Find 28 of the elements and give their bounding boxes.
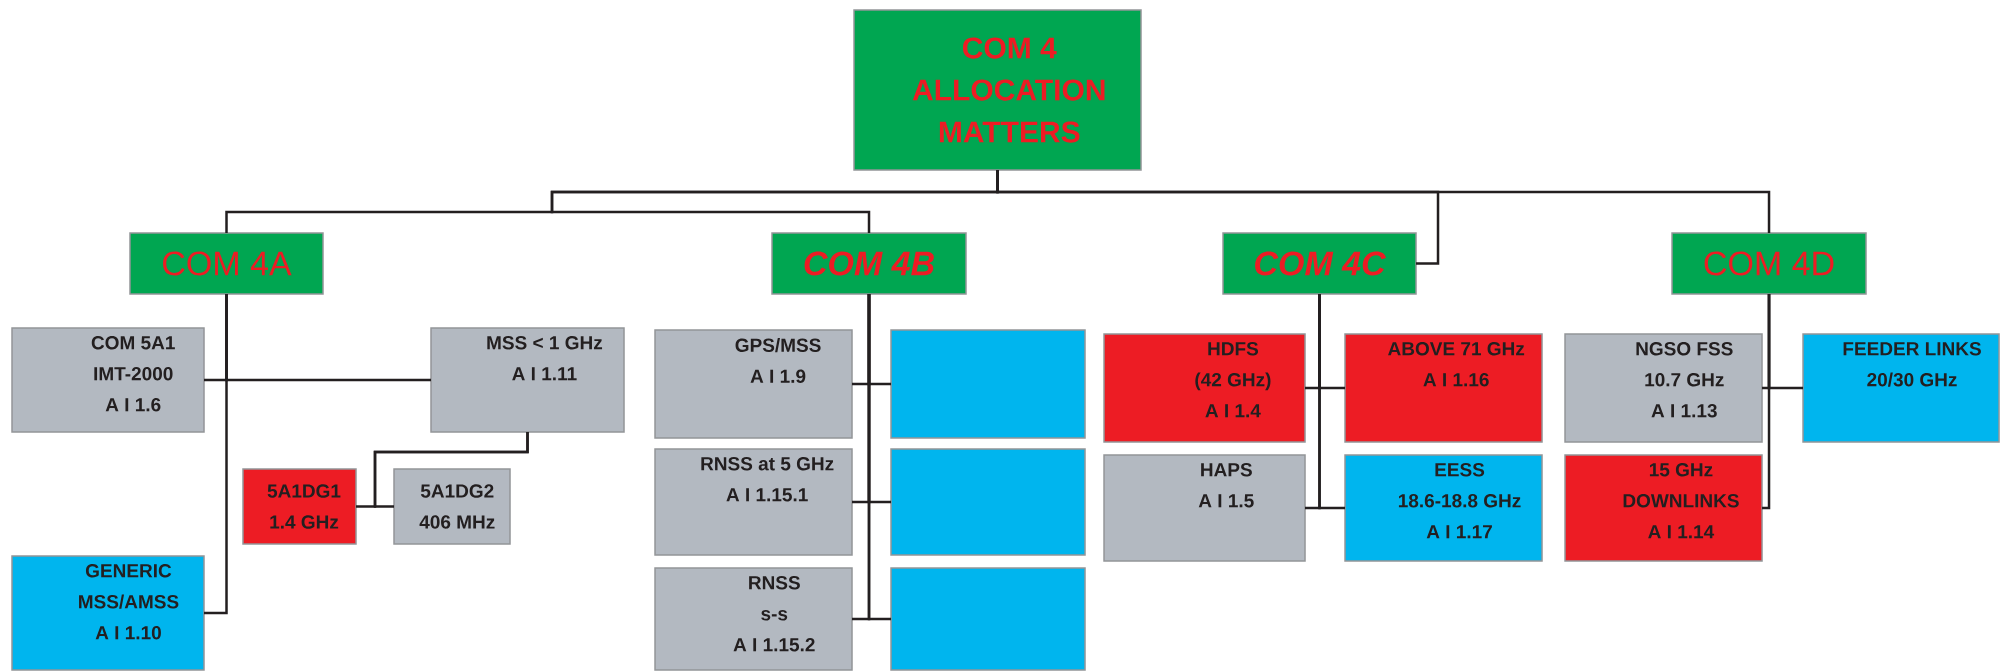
connector-line <box>204 294 228 615</box>
item-box: EESS 18.6-18.8 GHz A I 1.17 <box>1344 454 1543 562</box>
item-box: MSS < 1 GHz A I 1.11 <box>430 327 625 433</box>
item-box: HDFS (42 GHz) A I 1.4 <box>1103 333 1306 443</box>
empty-box <box>890 448 1086 556</box>
connector-line <box>867 294 891 621</box>
item-box: 15 GHz DOWNLINKS A I 1.14 <box>1564 454 1763 562</box>
group-box: COM 4A <box>129 232 324 295</box>
heading-box: COM 4 ALLOCATION MATTERS <box>853 9 1142 171</box>
item-box: RNSS s-s A I 1.15.2 <box>654 567 853 671</box>
group-box: COM 4B <box>771 232 967 295</box>
item-box: GPS/MSS A I 1.9 <box>654 329 853 439</box>
item-box: ABOVE 71 GHz A I 1.16 <box>1344 333 1543 443</box>
connector-line <box>996 170 1771 233</box>
item-box: HAPS A I 1.5 <box>1103 454 1306 562</box>
group-box: COM 4D <box>1671 232 1867 295</box>
connector-line <box>1762 294 1771 510</box>
item-box: COM 5A1 IMT-2000 A I 1.6 <box>11 327 205 433</box>
empty-box <box>890 329 1086 439</box>
empty-box <box>890 567 1086 671</box>
item-box: FEEDER LINKS 20/30 GHz <box>1802 333 2000 443</box>
item-box: NGSO FSS 10.7 GHz A I 1.13 <box>1564 333 1763 443</box>
connector-line <box>1318 294 1345 510</box>
item-box: GENERIC MSS/AMSS A I 1.10 <box>11 555 205 671</box>
item-box: RNSS at 5 GHz A I 1.15.1 <box>654 448 853 556</box>
group-box: COM 4C <box>1222 232 1417 295</box>
item-box: 5A1DG2 406 MHz <box>393 468 511 545</box>
item-box: 5A1DG1 1.4 GHz <box>242 468 357 545</box>
